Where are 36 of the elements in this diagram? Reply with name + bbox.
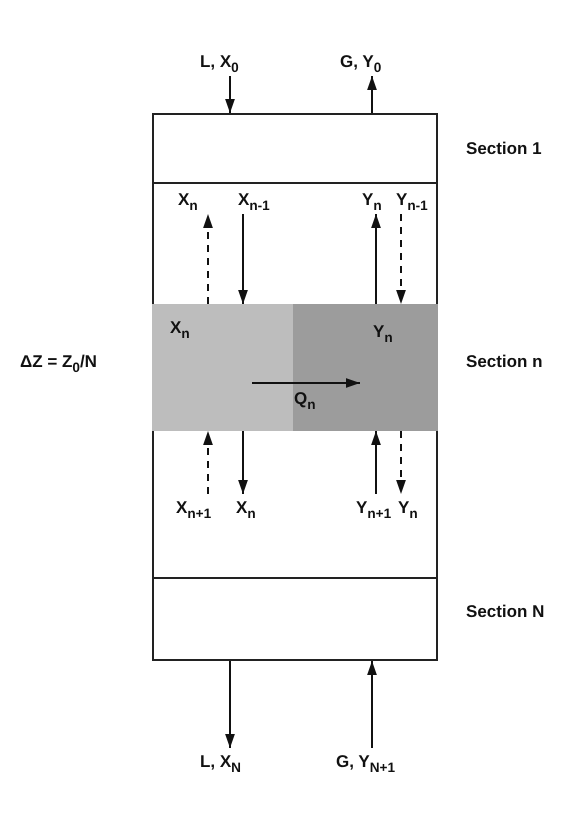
shaded-region	[293, 304, 438, 431]
arrow	[367, 76, 377, 113]
shaded-region	[152, 304, 293, 431]
arrow	[371, 214, 381, 304]
dimension-label: ΔZ = Z$_{0}$/N	[20, 352, 97, 372]
arrow	[371, 431, 381, 494]
variable-label: Y$_{n}$	[362, 190, 382, 210]
variable-label: Y$_{n}$	[398, 498, 418, 518]
stream-label: L, X$_{N}$	[200, 752, 241, 772]
arrow	[396, 431, 406, 494]
variable-label: Y$_{n+1}$	[356, 498, 392, 518]
section-label: Section 1	[466, 139, 542, 159]
arrow	[238, 214, 248, 304]
variable-label: Y$_{n}$	[373, 322, 393, 342]
variable-label: Y$_{n-1}$	[396, 190, 428, 210]
stream-label: L, X$_{0}$	[200, 52, 239, 72]
stream-label: G, Y$_{0}$	[340, 52, 382, 72]
column-outline	[152, 113, 438, 661]
variable-label: X$_{n}$	[236, 498, 256, 518]
arrow	[225, 76, 235, 113]
arrow	[252, 378, 360, 388]
variable-label: X$_{n}$	[170, 318, 190, 338]
arrow	[367, 661, 377, 748]
arrow	[203, 214, 213, 304]
arrow	[225, 661, 235, 748]
variable-label: X$_{n-1}$	[238, 190, 270, 210]
section-label: Section N	[466, 602, 544, 622]
section-label: Section n	[466, 352, 543, 372]
arrow	[396, 214, 406, 304]
arrow	[203, 431, 213, 494]
arrow	[238, 431, 248, 494]
edge-label: Q$_{n}$	[294, 389, 316, 409]
plate-band	[152, 304, 438, 431]
stream-label: G, Y$_{N+1}$	[336, 752, 396, 772]
variable-label: X$_{n+1}$	[176, 498, 212, 518]
variable-label: X$_{n}$	[178, 190, 198, 210]
